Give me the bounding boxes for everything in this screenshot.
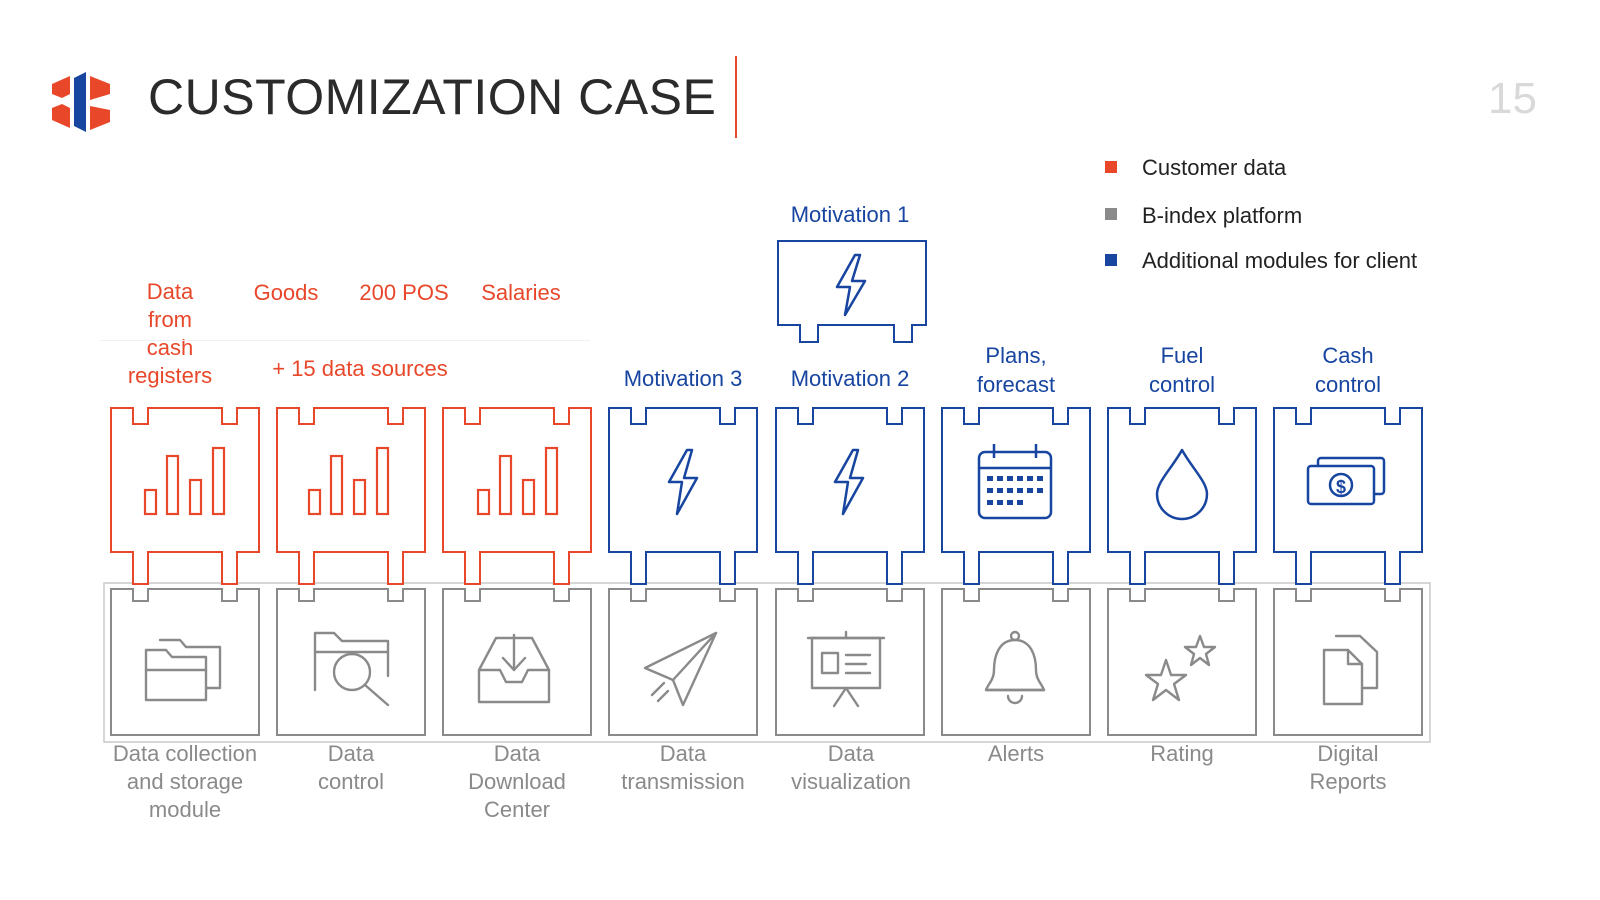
platform-tile-3 <box>442 588 592 736</box>
module-tile-motivation-3 <box>608 407 758 585</box>
dollar-sign-icon: $ <box>1336 477 1346 497</box>
legend-label-client: Additional modules for client <box>1142 248 1418 273</box>
module-tile-plans-forecast <box>941 407 1091 585</box>
bar-chart-icon <box>143 446 226 516</box>
source-label-pos: 200 POS <box>359 280 449 305</box>
module-tile-customer-2 <box>276 407 426 585</box>
platform-tile-6 <box>941 588 1091 736</box>
platform-label-alerts: Alerts <box>987 741 1045 766</box>
module-label-motivation-1: Motivation 1 <box>790 202 910 227</box>
bell-icon <box>984 630 1046 705</box>
platform-tile-5 <box>775 588 925 736</box>
platform-label-transmission: Data transmission <box>621 741 745 794</box>
stars-icon <box>1144 634 1217 702</box>
module-tile-motivation-2 <box>775 407 925 585</box>
platform-label-data-control: Data control <box>317 741 385 794</box>
module-label-cash-control: Cash control <box>1314 343 1382 397</box>
page-number: 15 <box>1488 74 1537 123</box>
title-divider <box>735 56 737 138</box>
folders-icon <box>144 638 222 702</box>
legend-label-customer: Customer data <box>1142 155 1287 180</box>
lightning-icon <box>835 253 867 317</box>
lightning-icon <box>833 448 865 516</box>
calendar-icon <box>977 444 1053 520</box>
platform-label-digital-reports: Digital Reports <box>1309 741 1387 794</box>
source-label-salaries: Salaries <box>481 280 561 305</box>
water-drop-icon <box>1155 448 1209 521</box>
platform-tile-1 <box>110 588 260 736</box>
company-logo <box>52 72 110 132</box>
platform-label-data-collection: Data collection and storage module <box>112 741 258 822</box>
module-label-motivation-3: Motivation 3 <box>623 366 743 391</box>
bar-chart-icon <box>476 446 559 516</box>
presentation-board-icon <box>806 630 886 708</box>
page-title: CUSTOMIZATION CASE <box>148 69 717 125</box>
download-tray-icon <box>477 633 551 704</box>
platform-label-download-center: Data Download Center <box>468 741 566 822</box>
source-label-goods: Goods <box>253 280 319 305</box>
platform-tile-4 <box>608 588 758 736</box>
platform-label-visualization: Data visualization <box>791 741 911 794</box>
folder-search-icon <box>313 631 390 707</box>
calendar-grid <box>987 476 1043 505</box>
bar-chart-icon <box>307 446 390 516</box>
platform-tile-2 <box>276 588 426 736</box>
paper-plane-icon <box>643 631 718 707</box>
module-tile-customer-1 <box>110 407 260 585</box>
source-label-cash-registers: Data from cash registers <box>127 279 213 388</box>
module-label-fuel-control: Fuel control <box>1148 343 1216 397</box>
legend-label-platform: B-index platform <box>1142 203 1303 228</box>
legend-swatch-platform <box>1105 208 1117 220</box>
source-separator <box>100 340 590 341</box>
module-tile-customer-3 <box>442 407 592 585</box>
module-label-plans-forecast: Plans, forecast <box>976 343 1056 397</box>
money-icon <box>1306 456 1386 506</box>
module-tile-fuel-control <box>1107 407 1257 585</box>
module-tile-motivation-1 <box>777 240 927 343</box>
legend-swatch-client <box>1105 254 1117 266</box>
legend-swatch-customer <box>1105 161 1117 173</box>
source-label-extra: + 15 data sources <box>272 356 448 381</box>
module-label-motivation-2: Motivation 2 <box>790 366 910 391</box>
platform-label-rating: Rating <box>1150 741 1214 766</box>
lightning-icon <box>667 448 699 516</box>
documents-icon <box>1322 634 1379 706</box>
platform-tile-7 <box>1107 588 1257 736</box>
platform-container <box>103 582 1431 743</box>
